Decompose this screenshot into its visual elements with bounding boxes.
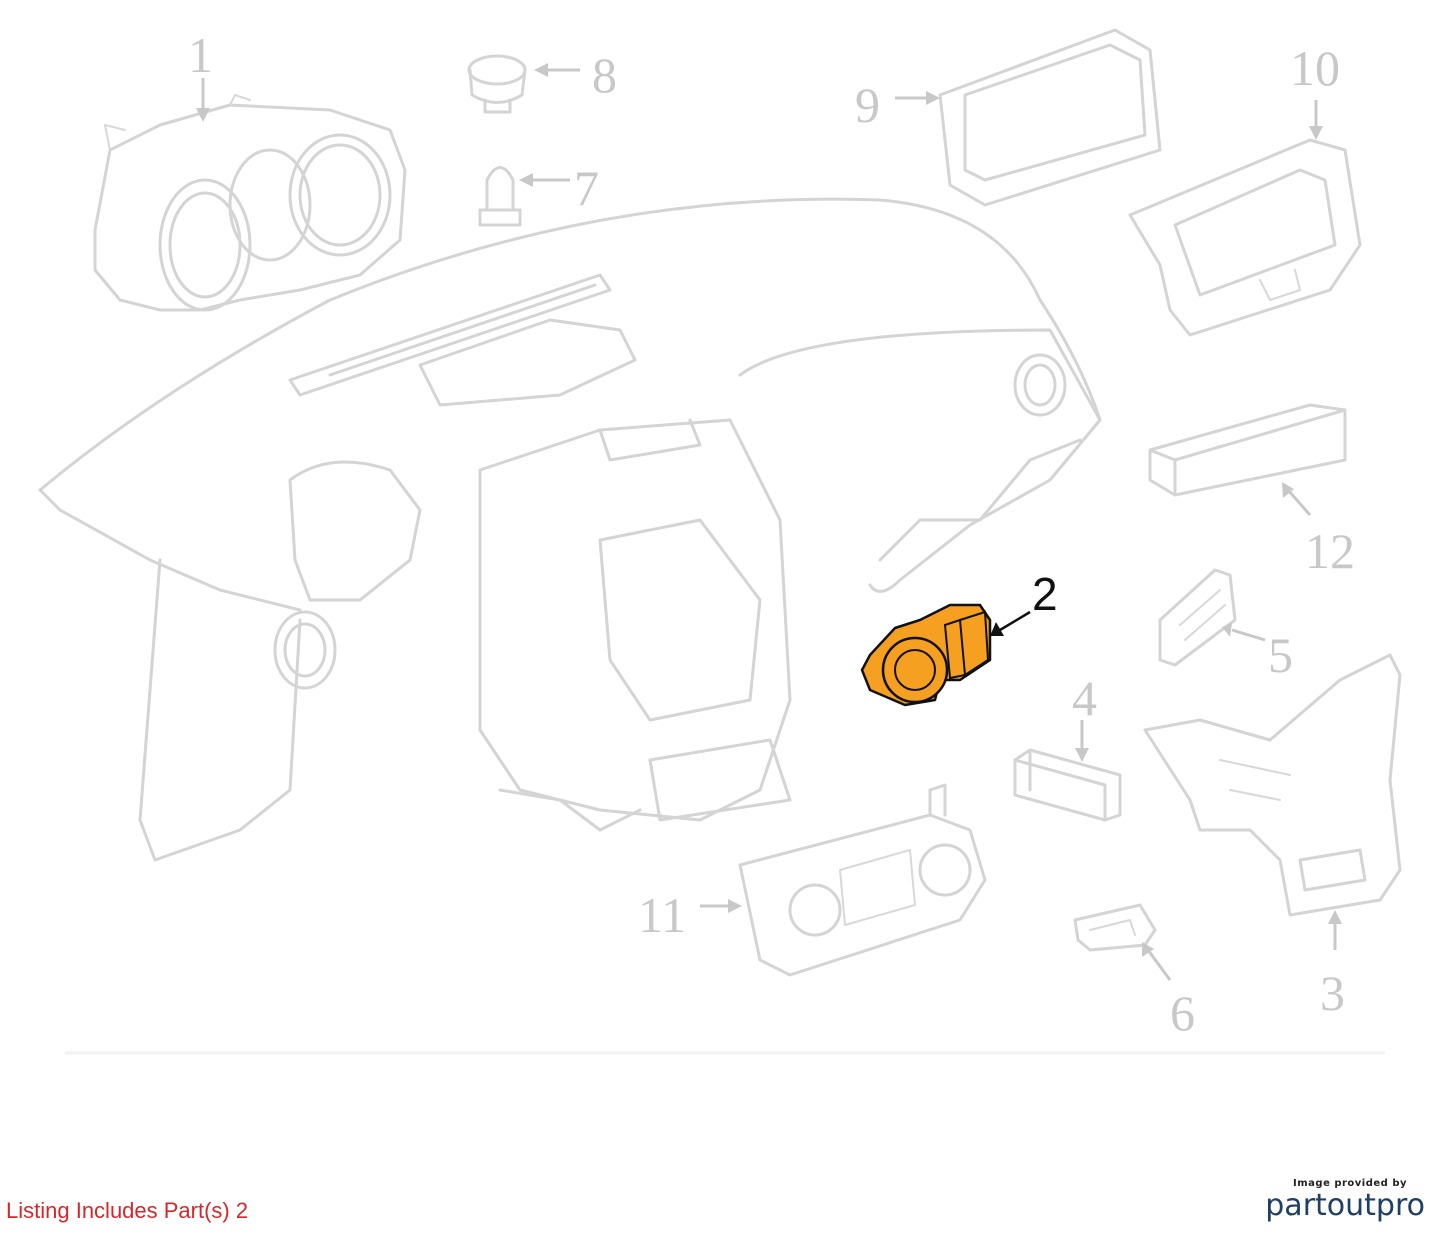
part-1-instrument-cluster: [93, 94, 407, 312]
callout-8: 8: [592, 47, 617, 103]
brand-logo-block: Image provided by partoutpro: [1265, 1178, 1425, 1221]
part-7-bulb: [478, 166, 522, 227]
callout-4: 4: [1072, 670, 1097, 726]
brand-name-part2: pro: [1375, 1188, 1425, 1223]
callout-11: 11: [638, 887, 686, 943]
callout-arrows: [196, 63, 1342, 981]
part-2-sensor-highlighted: [860, 603, 992, 707]
part-9-display: [938, 28, 1162, 207]
brand-logo: partoutpro: [1265, 1191, 1425, 1221]
part-12-module: [1148, 403, 1347, 497]
callout-2-highlighted: 2: [1032, 568, 1058, 620]
callout-1: 1: [188, 27, 213, 83]
part-8-cap: [467, 54, 527, 114]
part-5-switch: [1158, 568, 1237, 667]
part-11-climate-control: [738, 783, 987, 977]
part-3-center-bracket: [1143, 653, 1402, 917]
listing-note: Listing Includes Part(s) 2: [6, 1198, 249, 1223]
callout-7: 7: [574, 160, 599, 216]
callout-9: 9: [855, 77, 880, 133]
callout-3: 3: [1320, 965, 1345, 1021]
dashboard-assembly: [38, 197, 1102, 862]
callout-labels: 1 8 7 9 10 12 2 5 4 3 11 6: [188, 27, 1355, 1041]
callout-6: 6: [1170, 985, 1195, 1041]
part-4-bracket: [1013, 748, 1122, 822]
callout-10: 10: [1290, 40, 1340, 96]
brand-caption: Image provided by: [1293, 1178, 1407, 1189]
callout-12: 12: [1305, 523, 1355, 579]
callout-5: 5: [1268, 627, 1293, 683]
part-10-bracket: [1128, 138, 1362, 337]
brand-name-part1: partout: [1265, 1188, 1376, 1223]
